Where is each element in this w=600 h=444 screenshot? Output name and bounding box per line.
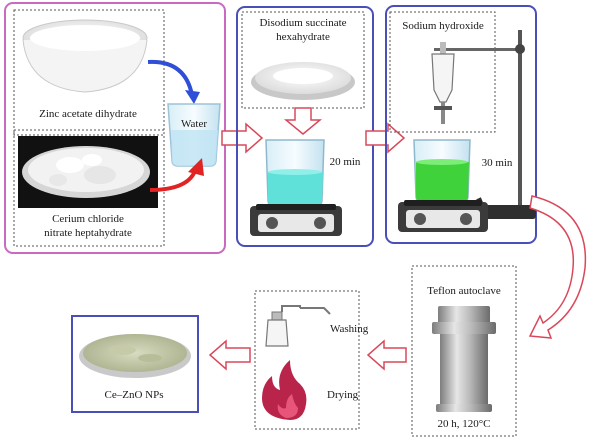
autoclave-title: Teflon autoclave <box>427 285 501 297</box>
cerium-dish <box>22 146 150 198</box>
naoh-image-frame <box>389 11 496 133</box>
stage2-stirrer <box>250 204 342 236</box>
washing-drying-frame <box>254 290 360 430</box>
succinate-petri-dish <box>251 62 355 100</box>
stage2-beaker <box>265 139 325 207</box>
blue-arrow <box>147 59 194 96</box>
succinate-label-line1: Disodium succinate <box>259 17 346 29</box>
succinate-label-line2: hexahydrate <box>276 31 330 43</box>
stage3-stirrer <box>398 200 488 232</box>
stage3-frame <box>385 5 537 244</box>
arrow-succinate-down <box>283 107 323 135</box>
flame-icon <box>262 360 307 420</box>
zinc-acetate-label: Zinc acetate dihydrate <box>39 108 137 120</box>
autoclave-condition: 20 h, 120°C <box>438 418 491 430</box>
dropping-funnel <box>431 42 455 124</box>
washing-label: Washing <box>330 323 369 335</box>
stage3-time-label: 30 min <box>482 157 513 169</box>
product-frame <box>71 315 199 413</box>
cerium-label-line2: nitrate heptahydrate <box>44 227 132 239</box>
succinate-image-frame <box>241 11 365 109</box>
water-beaker <box>167 103 221 167</box>
arrow-autoclave-to-washing <box>366 339 407 371</box>
autoclave-vessel <box>432 306 496 412</box>
autoclave-frame <box>411 265 517 437</box>
zinc-image-frame <box>13 9 165 136</box>
stage2-time-label: 20 min <box>330 156 361 168</box>
zinc-bowl <box>22 19 148 93</box>
stage1-frame <box>4 2 226 254</box>
drying-label: Drying <box>327 389 359 401</box>
water-label: Water <box>181 118 207 130</box>
arrow-washing-to-product <box>208 339 251 371</box>
stage3-beaker <box>413 139 471 203</box>
wash-bottle <box>265 305 331 347</box>
product-label: Ce–ZnO NPs <box>105 389 164 401</box>
arrow-stage1-to-stage2 <box>221 122 264 154</box>
arrow-stage3-to-autoclave <box>528 195 587 339</box>
naoh-label: Sodium hydroxide <box>402 20 484 32</box>
cerium-label-line1: Cerium chloride <box>52 213 124 225</box>
product-petri-dish <box>79 334 191 378</box>
stage2-frame <box>236 6 374 247</box>
